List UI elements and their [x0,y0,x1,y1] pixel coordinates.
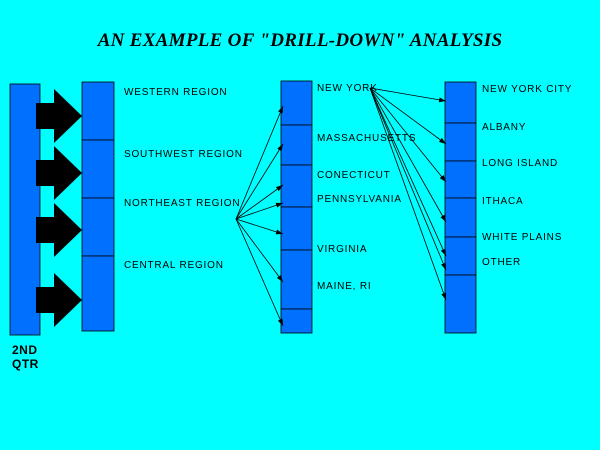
drill-arrow [235,218,284,283]
city-cell [444,160,477,199]
block-arrow [36,146,82,200]
city-label-long-island: LONG ISLAND [482,158,559,169]
city-label-other: OTHER [482,257,521,268]
city-cell [444,236,477,276]
state-label-new-york: NEW YORK [317,83,378,94]
region-column [81,81,115,332]
region-cell [81,139,115,199]
state-cell [280,308,313,334]
city-label-new-york-city: NEW YORK CITY [482,84,573,95]
region-label-central: CENTRAL REGION [124,260,224,271]
state-label-virginia: VIRGINIA [317,244,368,255]
state-label-maine-ri: MAINE, RI [317,281,372,292]
region-label-northeast: NORTHEAST REGION [124,198,241,209]
city-cell [444,197,477,238]
city-cell [444,81,477,124]
state-cell [280,80,313,126]
drill-arrow [369,87,447,183]
state-cell [280,249,313,310]
drill-arrow [369,87,447,301]
city-cell [444,122,477,162]
state-cell [280,164,313,208]
state-to-city-arrows [369,87,447,301]
drill-arrow [369,87,447,103]
region-cell [81,81,115,141]
quarter-label-line1: 2ND [12,343,38,357]
page-title: AN EXAMPLE OF "DRILL-DOWN" ANALYSIS [97,30,503,51]
drill-arrow [369,87,447,257]
quarter-column [9,83,41,336]
block-arrow [36,203,82,257]
quarter-label: 2ND QTR [12,343,39,371]
state-label-conecticut: CONECTICUT [317,170,391,181]
state-label-pennsylvania: PENNSYLVANIA [317,194,402,205]
region-cell [81,255,115,332]
region-label-western: WESTERN REGION [124,87,228,98]
drill-arrow [235,184,284,220]
quarter-label-line2: QTR [12,357,39,371]
region-cell [81,197,115,257]
region-label-southwest: SOUTHWEST REGION [124,149,243,160]
state-cell [280,124,313,166]
city-label-albany: ALBANY [482,122,527,133]
state-label-massachusetts: MASSACHUSETTS [317,133,417,144]
city-label-ithaca: ITHACA [482,196,524,207]
block-arrow [36,273,82,327]
state-column [280,80,313,334]
drill-arrow [235,218,284,235]
drill-arrow [235,218,284,327]
city-column [444,81,477,334]
block-arrow [36,89,82,143]
city-cell [444,274,477,334]
drill-arrow [369,87,447,271]
drill-arrow [235,143,284,220]
drill-arrow [235,105,284,220]
drill-arrow [235,202,284,220]
region-to-state-arrows [235,105,284,327]
drill-arrow [369,87,447,145]
state-cell [280,206,313,251]
drill-arrow [369,87,447,223]
city-label-white-plains: WHITE PLAINS [482,232,563,243]
